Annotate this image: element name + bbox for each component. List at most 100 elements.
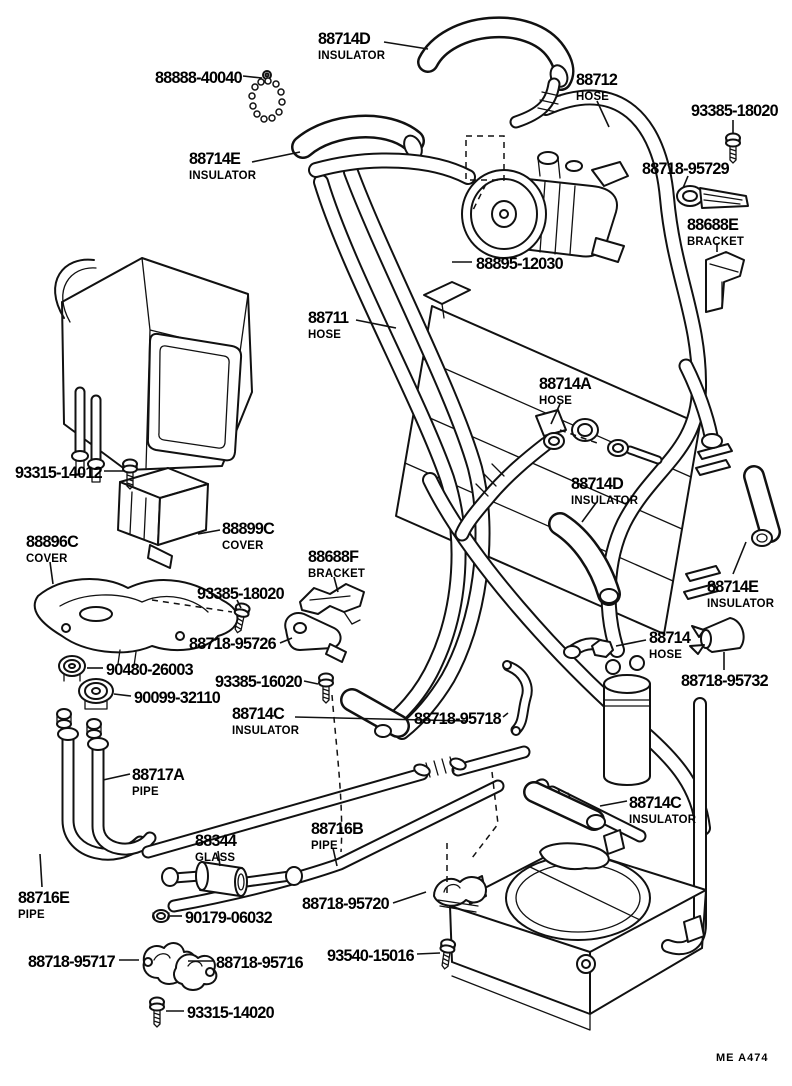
part-label-88714e-top: 88714E INSULATOR bbox=[189, 150, 260, 181]
part-label-93385-18020-mid: 93385-18020 bbox=[197, 585, 288, 602]
part-label-93315-14020: 93315-14020 bbox=[187, 1004, 278, 1021]
part-label-88716e: 88716E PIPE bbox=[18, 889, 72, 920]
part-descriptor: INSULATOR bbox=[707, 596, 775, 610]
part-number: 88718-95718 bbox=[414, 709, 502, 728]
part-number: 88714 bbox=[649, 628, 691, 647]
part-label-90179-06032: 90179-06032 bbox=[185, 909, 276, 926]
part-label-93315-14012: 93315-14012 bbox=[15, 464, 106, 481]
grommet-90480-26003 bbox=[58, 655, 86, 682]
part-label-88712: 88712 HOSE bbox=[576, 71, 619, 102]
part-number: 88718-95716 bbox=[216, 953, 304, 972]
page-code: ME A474 bbox=[716, 1052, 769, 1064]
part-descriptor: BRACKET bbox=[308, 566, 366, 580]
part-label-88718-95720: 88718-95720 bbox=[302, 895, 393, 912]
part-number: 93540-15016 bbox=[327, 946, 415, 965]
part-number: 88896C bbox=[26, 532, 79, 551]
clamp-88718-95720 bbox=[433, 875, 487, 913]
part-label-88716b: 88716B PIPE bbox=[311, 820, 366, 851]
part-descriptor: COVER bbox=[26, 551, 68, 565]
part-label-88714d-top: 88714D INSULATOR bbox=[318, 30, 389, 61]
dashed-lines bbox=[151, 135, 601, 895]
part-descriptor: INSULATOR bbox=[232, 723, 300, 737]
part-descriptor: COVER bbox=[222, 538, 264, 552]
part-label-93385-16020: 93385-16020 bbox=[215, 673, 306, 690]
part-number: 93385-18020 bbox=[197, 584, 285, 603]
part-number: 90099-32110 bbox=[134, 688, 221, 707]
cover-88896c bbox=[33, 578, 239, 667]
part-label-93385-18020-top: 93385-18020 bbox=[691, 102, 782, 119]
part-descriptor: GLASS bbox=[195, 850, 236, 864]
part-label-88717a: 88717A PIPE bbox=[132, 766, 187, 797]
part-number: 88714E bbox=[707, 577, 759, 596]
part-number: 88716E bbox=[18, 888, 70, 907]
part-number: 90179-06032 bbox=[185, 908, 273, 927]
part-label-88718-95726: 88718-95726 bbox=[189, 635, 280, 652]
part-number: 88344 bbox=[195, 831, 237, 850]
part-label-88899c: 88899C COVER bbox=[222, 520, 277, 551]
part-descriptor: HOSE bbox=[539, 393, 573, 407]
part-descriptor: HOSE bbox=[649, 647, 683, 661]
bracket-88688e bbox=[705, 251, 745, 313]
part-descriptor: PIPE bbox=[311, 838, 338, 852]
part-label-88888-40040: 88888-40040 bbox=[155, 69, 246, 86]
part-number: 88714C bbox=[232, 704, 285, 723]
part-number: 88895-12030 bbox=[476, 254, 564, 273]
part-number: 88688F bbox=[308, 547, 359, 566]
part-number: 88716B bbox=[311, 819, 364, 838]
part-number: 93315-14012 bbox=[15, 463, 103, 482]
receiver-drier bbox=[563, 639, 651, 786]
part-descriptor: INSULATOR bbox=[571, 493, 639, 507]
sight-glass bbox=[161, 861, 303, 897]
part-label-88718-95732: 88718-95732 bbox=[681, 672, 772, 689]
part-descriptor: HOSE bbox=[576, 89, 610, 103]
part-number: 93315-14020 bbox=[187, 1003, 275, 1022]
part-descriptor: HOSE bbox=[308, 327, 342, 341]
chain-88888-40040 bbox=[248, 70, 286, 123]
clamps-88718-95717-95716 bbox=[142, 942, 218, 991]
part-label-88711: 88711 HOSE bbox=[308, 309, 350, 340]
part-label-93540-15016: 93540-15016 bbox=[327, 947, 418, 964]
part-number: 88718-95720 bbox=[302, 894, 390, 913]
part-number: 88714D bbox=[318, 29, 371, 48]
clamp-88718-95718 bbox=[502, 660, 533, 736]
part-label-88896c: 88896C COVER bbox=[26, 533, 81, 564]
part-label-88718-95716: 88718-95716 bbox=[216, 954, 307, 971]
condenser bbox=[395, 281, 733, 635]
part-descriptor: INSULATOR bbox=[189, 168, 257, 182]
part-number: 93385-18020 bbox=[691, 101, 779, 120]
part-number: 88714E bbox=[189, 149, 241, 168]
part-number: 88712 bbox=[576, 70, 618, 89]
part-label-90099-32110: 90099-32110 bbox=[134, 689, 224, 706]
leader-lines bbox=[39, 41, 747, 1012]
nut-90179-06032 bbox=[152, 909, 170, 923]
part-descriptor: INSULATOR bbox=[629, 812, 697, 826]
part-label-88718-95718: 88718-95718 bbox=[414, 710, 505, 727]
hardware bbox=[58, 70, 741, 1028]
part-label-88714: 88714 HOSE bbox=[649, 629, 692, 660]
part-label-88688e: 88688E BRACKET bbox=[687, 216, 747, 247]
part-label-88718-95729: 88718-95729 bbox=[642, 160, 733, 177]
part-number: 88899C bbox=[222, 519, 275, 538]
part-descriptor: INSULATOR bbox=[318, 48, 386, 62]
bracket-88688f bbox=[299, 583, 365, 625]
part-label-88714a: 88714A HOSE bbox=[539, 375, 594, 406]
cooling-unit bbox=[449, 829, 707, 1031]
part-number: 88714A bbox=[539, 374, 592, 393]
part-label-88344: 88344 GLASS bbox=[195, 832, 238, 863]
part-label-88714c-right: 88714C INSULATOR bbox=[629, 794, 700, 825]
part-label-88688f: 88688F BRACKET bbox=[308, 548, 368, 579]
cover-88899c bbox=[117, 467, 209, 569]
hoses-and-pipes bbox=[61, 16, 723, 956]
clamp-88718-95726 bbox=[284, 612, 347, 663]
part-number: 88717A bbox=[132, 765, 185, 784]
grommet-90099-32110 bbox=[78, 678, 114, 710]
part-number: 88688E bbox=[687, 215, 739, 234]
evaporator-housing bbox=[54, 257, 253, 483]
clamp-88718-95732 bbox=[689, 617, 745, 655]
clamp-88718-95729 bbox=[676, 185, 749, 209]
part-number: 90480-26003 bbox=[106, 660, 194, 679]
part-label-88714c-left: 88714C INSULATOR bbox=[232, 705, 303, 736]
